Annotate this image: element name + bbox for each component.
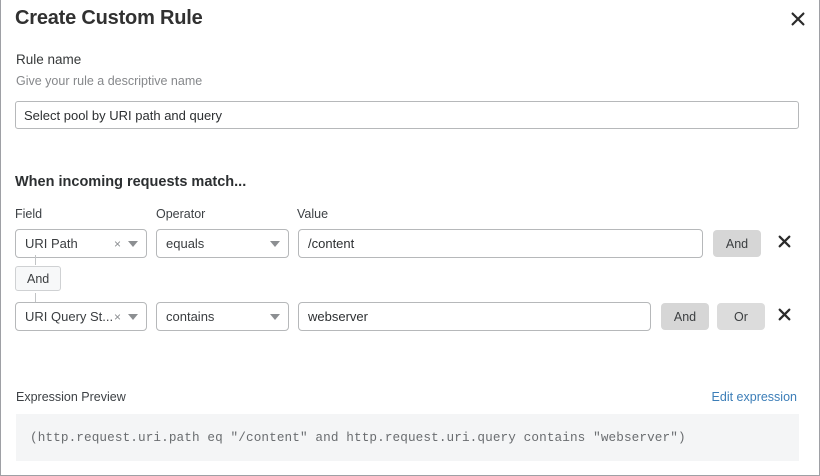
expression-preview-box: (http.request.uri.path eq "/content" and… [16,414,799,461]
chevron-down-icon [128,313,138,320]
page-title: Create Custom Rule [15,7,203,29]
value-input-1[interactable] [298,229,703,258]
operator-select-2[interactable]: contains [156,302,289,331]
column-header-operator: Operator [156,207,206,221]
column-header-field: Field [15,207,43,221]
connector-and-badge[interactable]: And [15,266,62,291]
expression-preview-label: Expression Preview [16,390,126,404]
close-icon [778,235,791,251]
edit-expression-link[interactable]: Edit expression [711,390,797,404]
and-button-row-1[interactable]: And [713,230,761,257]
remove-condition-button-2[interactable] [772,302,796,330]
connector-line-bottom [35,293,36,302]
rule-name-label: Rule name [16,52,82,67]
chevron-down-icon [270,313,280,320]
field-select-2[interactable]: URI Query St... × [15,302,147,331]
match-section-heading: When incoming requests match... [15,174,247,190]
field-select-1-value: URI Path [25,236,78,251]
rule-name-help-text: Give your rule a descriptive name [16,74,203,88]
close-icon [791,12,805,26]
operator-select-1-value: equals [166,236,205,251]
connector-line-top [35,255,36,265]
close-dialog-button[interactable] [785,6,811,32]
condition-row: URI Query St... × contains And Or [1,302,819,332]
rule-name-input[interactable] [15,101,799,129]
column-header-value: Value [297,207,329,221]
clear-field-icon[interactable]: × [113,309,121,324]
or-button-row-2[interactable]: Or [717,303,765,330]
condition-row: URI Path × equals And [1,229,819,259]
row-connector: And [1,255,121,305]
clear-field-icon[interactable]: × [113,236,121,251]
chevron-down-icon [128,240,138,247]
operator-select-1[interactable]: equals [156,229,289,258]
field-select-1[interactable]: URI Path × [15,229,147,258]
close-icon [778,308,791,324]
chevron-down-icon [270,240,280,247]
field-select-2-value: URI Query St... [25,309,114,324]
expression-preview-text: (http.request.uri.path eq "/content" and… [30,430,686,445]
value-input-2[interactable] [298,302,651,331]
and-button-row-2[interactable]: And [661,303,709,330]
remove-condition-button-1[interactable] [772,229,796,257]
operator-select-2-value: contains [166,309,215,324]
